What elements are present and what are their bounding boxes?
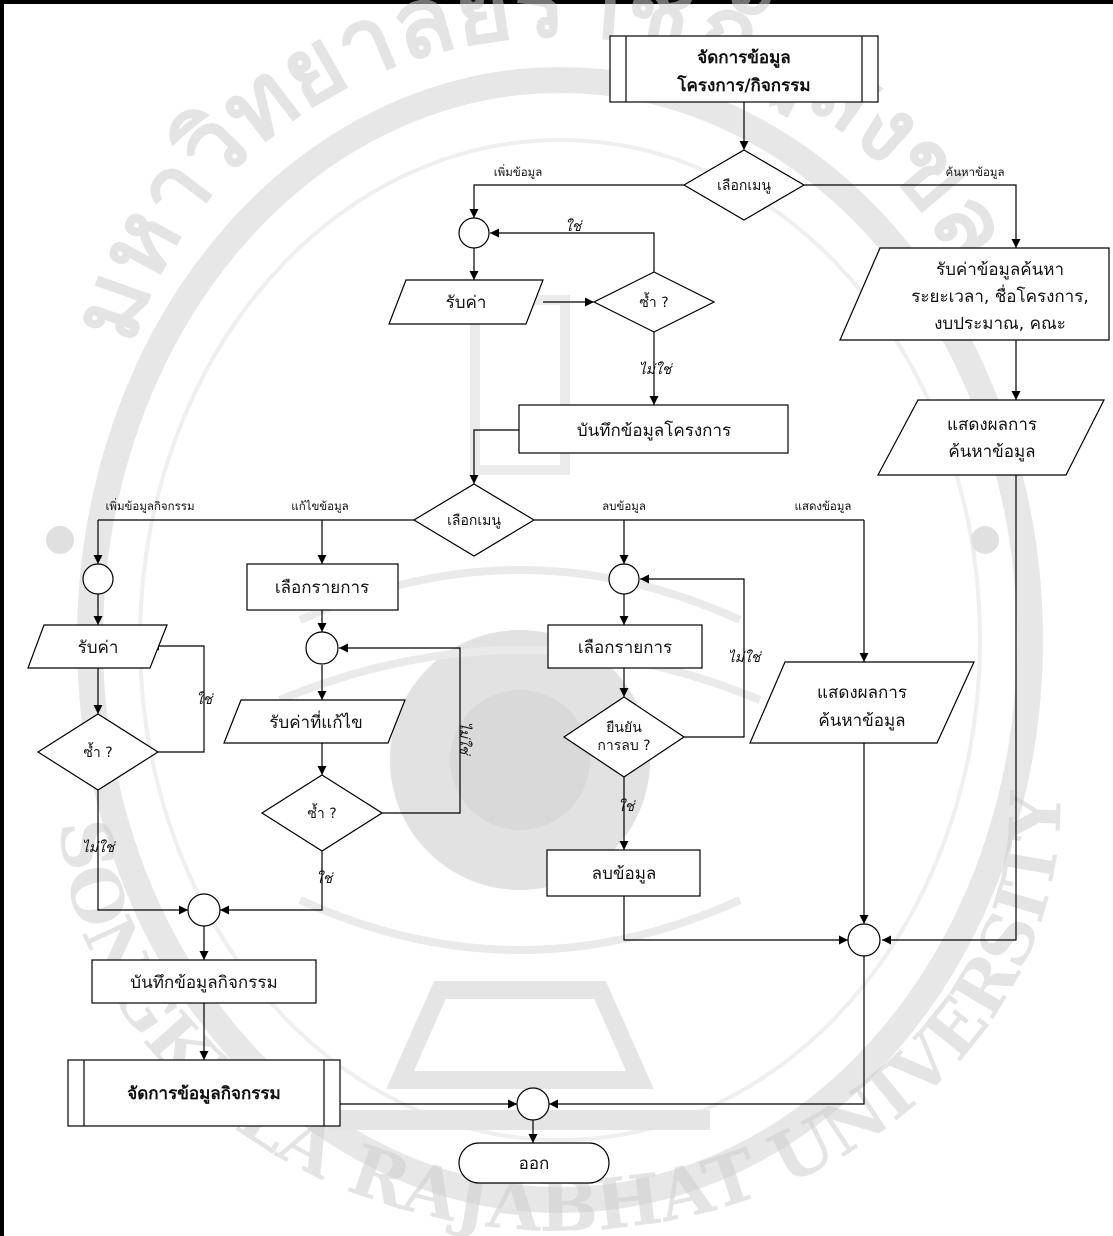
input-search-criteria: รับค่าข้อมูลค้นหา ระยะเวลา, ชื่อโครงการ,…	[839, 247, 1110, 341]
decision-confirm-delete-line2: การลบ ?	[597, 738, 650, 754]
output-search-result-line2: ค้นหาข้อมูล	[948, 442, 1035, 462]
edge-c1-dup-yes-loop	[150, 641, 205, 753]
process-manage-project-line1: จัดการข้อมูล	[697, 48, 790, 69]
input-edit-value-label: รับค่าที่แก้ไข	[269, 710, 362, 733]
edge-c3-delete-to-merge	[623, 896, 848, 945]
decision-dup-edit-label: ซ้ำ ?	[307, 803, 336, 822]
input-edit-value: รับค่าที่แก้ไข	[223, 699, 406, 744]
edge-label-yes-c3: ใช่	[618, 798, 636, 815]
input-value-top-label: รับค่า	[446, 293, 487, 313]
input-value-activity: รับค่า	[27, 624, 168, 669]
edge-label-add: เพิ่มข้อมูล	[494, 164, 543, 179]
edge-label-delete: ลบข้อมูล	[602, 499, 646, 513]
process-save-activity-label: บันทึกข้อมูลกิจกรรม	[130, 973, 277, 993]
edge-label-show: แสดงข้อมูล	[795, 499, 852, 513]
edge-c1-dup-no	[97, 790, 188, 915]
process-select-item-delete-label: เลือกรายการ	[578, 638, 672, 658]
process-manage-project: จัดการข้อมูล โครงการ/กิจกรรม	[609, 35, 879, 103]
edge-menu1-search	[804, 184, 1021, 248]
input-search-criteria-line3: งบประมาณ, คณะ	[934, 314, 1066, 334]
process-manage-activity: จัดการข้อมูลกิจกรรม	[67, 1059, 341, 1127]
decision-dup-edit: ซ้ำ ?	[260, 774, 384, 852]
terminator-exit-label: ออก	[519, 1154, 550, 1174]
edge-label-yes-c1: ใช่	[196, 691, 214, 708]
decision-dup-top-label: ซ้ำ ?	[639, 292, 668, 311]
edge-label-no-c3: ไม่ใช่	[728, 649, 763, 666]
connectors	[93, 102, 1021, 1143]
process-manage-activity-label: จัดการข้อมูลกิจกรรม	[127, 1084, 280, 1105]
connector-circle-merge-right	[847, 923, 881, 957]
process-save-activity: บันทึกข้อมูลกิจกรรม	[91, 959, 317, 1004]
connector-circle-top	[458, 217, 490, 249]
input-value-top: รับค่า	[388, 279, 544, 325]
edge-save-to-menu2	[469, 429, 519, 484]
edge-dup-yes-loop	[490, 228, 655, 272]
decision-dup-activity: ซ้ำ ?	[36, 713, 160, 791]
process-delete-data-label: ลบข้อมูล	[592, 864, 657, 884]
edge-menu1-add	[469, 184, 684, 218]
edge-label-add-activity: เพิ่มข้อมูลกิจกรรม	[105, 498, 194, 513]
edge-label-no-top: ไม่ใช่	[639, 361, 674, 378]
decision-menu2-label: เลือกเมนู	[447, 513, 501, 529]
output-show-result-line1: แสดงผลการ	[817, 683, 907, 703]
decision-dup-activity-label: ซ้ำ ?	[83, 742, 112, 761]
edge-result-to-merge	[882, 475, 1017, 945]
decision-menu1: เลือกเมนู	[682, 149, 806, 221]
connector-circle-exit	[516, 1087, 550, 1121]
edge-label-yes-c2: ใช่	[316, 870, 334, 887]
edge-c2-dup-yes	[220, 851, 323, 915]
decision-confirm-delete-line1: ยืนยัน	[606, 720, 642, 736]
process-delete-data: ลบข้อมูล	[546, 849, 701, 897]
edge-label-yes-top: ใช่	[565, 218, 583, 235]
output-search-result: แสดงผลการ ค้นหาข้อมูล	[877, 399, 1105, 476]
output-search-result-line1: แสดงผลการ	[947, 415, 1037, 435]
process-manage-project-line2: โครงการ/กิจกรรม	[676, 75, 810, 96]
input-search-criteria-line1: รับค่าข้อมูลค้นหา	[936, 260, 1064, 280]
edge-merge-to-exit-merge	[549, 956, 865, 1109]
input-value-activity-label: รับค่า	[78, 638, 119, 658]
connector-circle-c3	[608, 563, 640, 595]
input-search-criteria-line2: ระยะเวลา, ชื่อโครงการ,	[911, 284, 1089, 307]
edge-label-search: ค้นหาข้อมูล	[946, 165, 1005, 179]
decision-menu2: เลือกเมนู	[412, 483, 536, 557]
process-select-item-delete: เลือกรายการ	[547, 624, 703, 669]
process-save-project: บันทึกข้อมูลโครงการ	[518, 404, 789, 454]
edge-label-edit: แก้ไขข้อมูล	[291, 499, 348, 513]
connector-circle-merge-left	[187, 893, 221, 927]
output-show-result: แสดงผลการ ค้นหาข้อมูล	[749, 661, 975, 744]
process-select-item-edit-label: เลือกรายการ	[275, 578, 369, 598]
decision-confirm-delete: ยืนยัน การลบ ?	[562, 696, 686, 778]
edge-c2-dup-no-loop	[339, 643, 461, 814]
connector-circle-c2	[305, 631, 339, 665]
connector-circle-c1	[82, 563, 114, 595]
edge-c3-confirm-no-loop	[640, 574, 745, 738]
process-select-item-edit: เลือกรายการ	[246, 563, 399, 611]
decision-dup-top: ซ้ำ ?	[592, 271, 716, 333]
output-show-result-line2: ค้นหาข้อมูล	[818, 711, 905, 731]
edge-label-no-c2: ไม่ใช่	[456, 722, 473, 757]
process-save-project-label: บันทึกข้อมูลโครงการ	[577, 420, 731, 441]
decision-menu1-label: เลือกเมนู	[717, 178, 771, 194]
terminator-exit: ออก	[458, 1142, 610, 1184]
edge-label-no-c1: ไม่ใช่	[82, 839, 117, 856]
